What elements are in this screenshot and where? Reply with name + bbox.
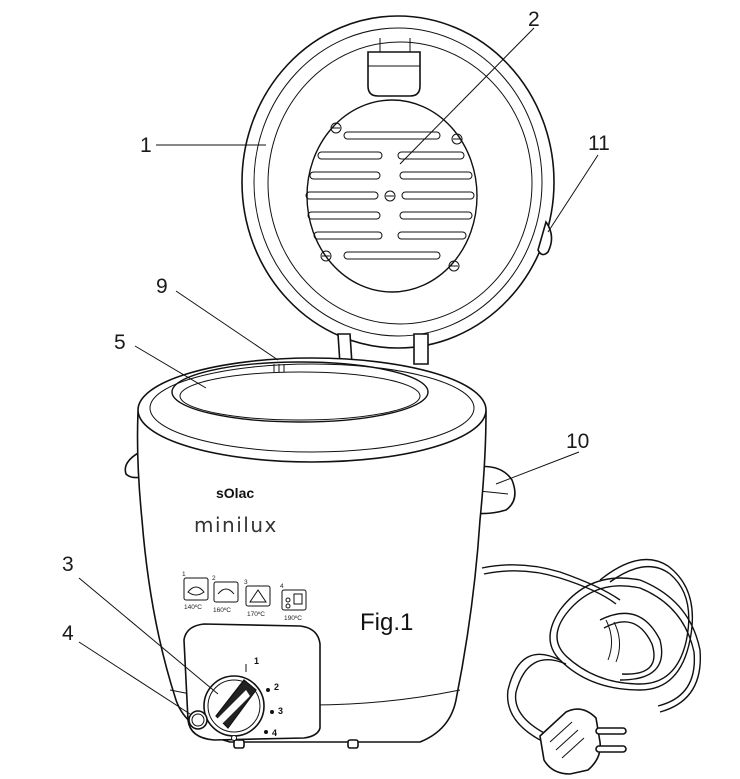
fryer-body: sOlac minilux 1 140ºC 2 160ºC 3 170ºC (124, 357, 516, 749)
dial-mark-4: 4 (272, 728, 277, 738)
setting-3: 3 170ºC (244, 579, 271, 618)
model-name: minilux (194, 513, 278, 537)
callout-10: 10 (566, 430, 589, 453)
power-cord (481, 558, 702, 741)
callout-11: 11 (588, 132, 610, 155)
svg-text:3: 3 (244, 579, 248, 586)
brand-logo: sOlac (216, 485, 254, 501)
lid-outer-rim (241, 15, 555, 349)
oil-level-mark (273, 364, 285, 372)
callout-5: 5 (114, 331, 126, 354)
outer-rim (137, 357, 487, 463)
leader-lines (78, 27, 599, 715)
plug-pin-1 (595, 727, 627, 735)
rim-inner (149, 363, 475, 453)
dial-mark-3: 3 (278, 706, 283, 716)
filter-plate (306, 99, 478, 293)
callout-4: 4 (62, 622, 74, 645)
thermostat-knob[interactable] (203, 675, 265, 741)
dial-mark-1: 1 (254, 656, 259, 666)
svg-text:1: 1 (182, 571, 186, 578)
callout-3: 3 (62, 553, 74, 576)
fish-icon (183, 577, 209, 601)
setting-4: 4 190ºC (280, 583, 307, 622)
plug (539, 708, 627, 775)
svg-text:140ºC: 140ºC (184, 604, 202, 611)
foot-right (347, 739, 359, 749)
lid-hinge-top (367, 51, 421, 97)
lid-face (267, 41, 533, 325)
oil-bowl (171, 361, 429, 423)
lid-inner-rim (253, 27, 543, 337)
hinge-leg-right (413, 333, 429, 365)
callout-1: 1 (140, 134, 152, 157)
chicken-icon (245, 585, 271, 607)
svg-text:170ºC: 170ºC (247, 611, 265, 618)
svg-text:4: 4 (280, 583, 284, 590)
callout-2: 2 (528, 8, 540, 31)
plug-pin-2 (595, 745, 627, 753)
callout-9: 9 (156, 275, 168, 298)
lid-screws (320, 122, 463, 272)
vent-slots (305, 131, 475, 260)
plug-body (539, 708, 602, 775)
lid-release-button (537, 220, 553, 256)
setting-2: 2 160ºC (212, 575, 239, 614)
svg-text:160ºC: 160ºC (213, 607, 231, 614)
temperature-guide: 1 140ºC 2 160ºC 3 170ºC 4 190ºC (182, 571, 307, 622)
lid (241, 15, 555, 365)
fries-icon (281, 589, 307, 611)
svg-text:2: 2 (212, 575, 216, 582)
pan-icon (213, 581, 239, 603)
foot-left (233, 739, 245, 749)
figure-label: Fig.1 (360, 609, 413, 636)
setting-1: 1 140ºC (182, 571, 209, 611)
dial-mark-2: 2 (274, 682, 279, 692)
svg-text:190ºC: 190ºC (284, 615, 302, 622)
